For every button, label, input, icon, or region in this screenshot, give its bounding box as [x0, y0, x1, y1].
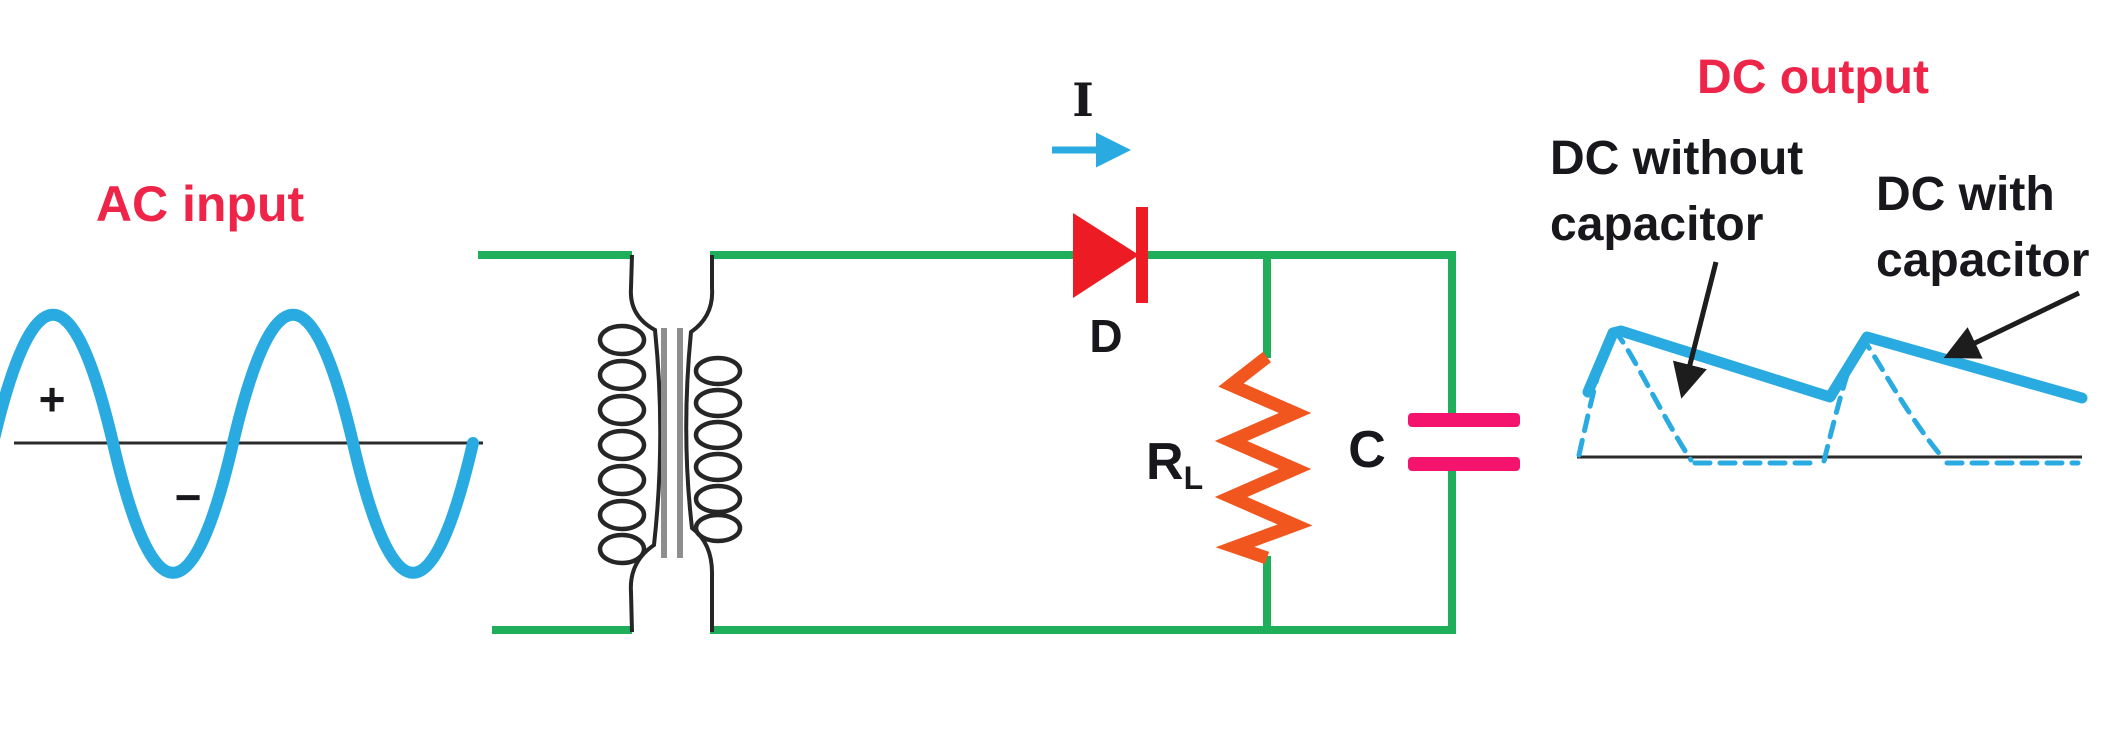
secondary-coil	[693, 355, 743, 544]
annotation-arrow-without-capacitor	[1672, 261, 1719, 399]
diode-label: D	[1089, 310, 1123, 362]
dc-with-capacitor-wave	[1582, 325, 2088, 404]
diode-symbol	[1073, 207, 1148, 303]
top-wire-right	[1144, 251, 1456, 414]
capacitor-plate-top	[1408, 413, 1520, 427]
bottom-wire-right	[710, 470, 1456, 634]
diode-cathode-bar	[1136, 207, 1148, 303]
primary-coil	[597, 323, 647, 566]
transformer	[597, 254, 743, 633]
dc-output-label: DC output	[1697, 51, 1929, 104]
diode-triangle	[1073, 213, 1139, 298]
ac-input-waveform	[0, 308, 483, 579]
capacitor-symbol	[1408, 413, 1520, 471]
dc-without-capacitor-line2: capacitor	[1550, 198, 1764, 251]
ac-sine-wave	[0, 308, 479, 579]
dc-without-capacitor-line1: DC without	[1550, 132, 1804, 185]
dc-without-capacitor-label: DC without capacitor	[1550, 126, 1803, 258]
annotation-arrow-with-capacitor	[1943, 290, 2081, 359]
current-label: I	[1072, 73, 1094, 127]
dc-with-capacitor-line1: DC with	[1876, 168, 2055, 221]
load-resistor-label-sub: L	[1183, 460, 1204, 496]
ac-input-label: AC input	[95, 176, 305, 232]
dc-with-capacitor-label: DC with capacitor	[1876, 162, 2089, 294]
circuit-wires	[478, 251, 1456, 634]
capacitor-label: C	[1348, 421, 1386, 479]
load-resistor-label-main: R	[1146, 433, 1184, 491]
primary-winding-path	[628, 254, 663, 633]
resistor-zigzag	[1214, 351, 1313, 565]
dc-output-waveform	[1576, 261, 2088, 466]
capacitor-plate-bottom	[1408, 457, 1520, 471]
negative-polarity-label: −	[174, 471, 202, 523]
secondary-winding-path	[684, 255, 715, 632]
dc-with-capacitor-line2: capacitor	[1876, 234, 2090, 287]
positive-polarity-label: +	[38, 373, 66, 425]
load-resistor-label: RL	[1146, 432, 1203, 497]
